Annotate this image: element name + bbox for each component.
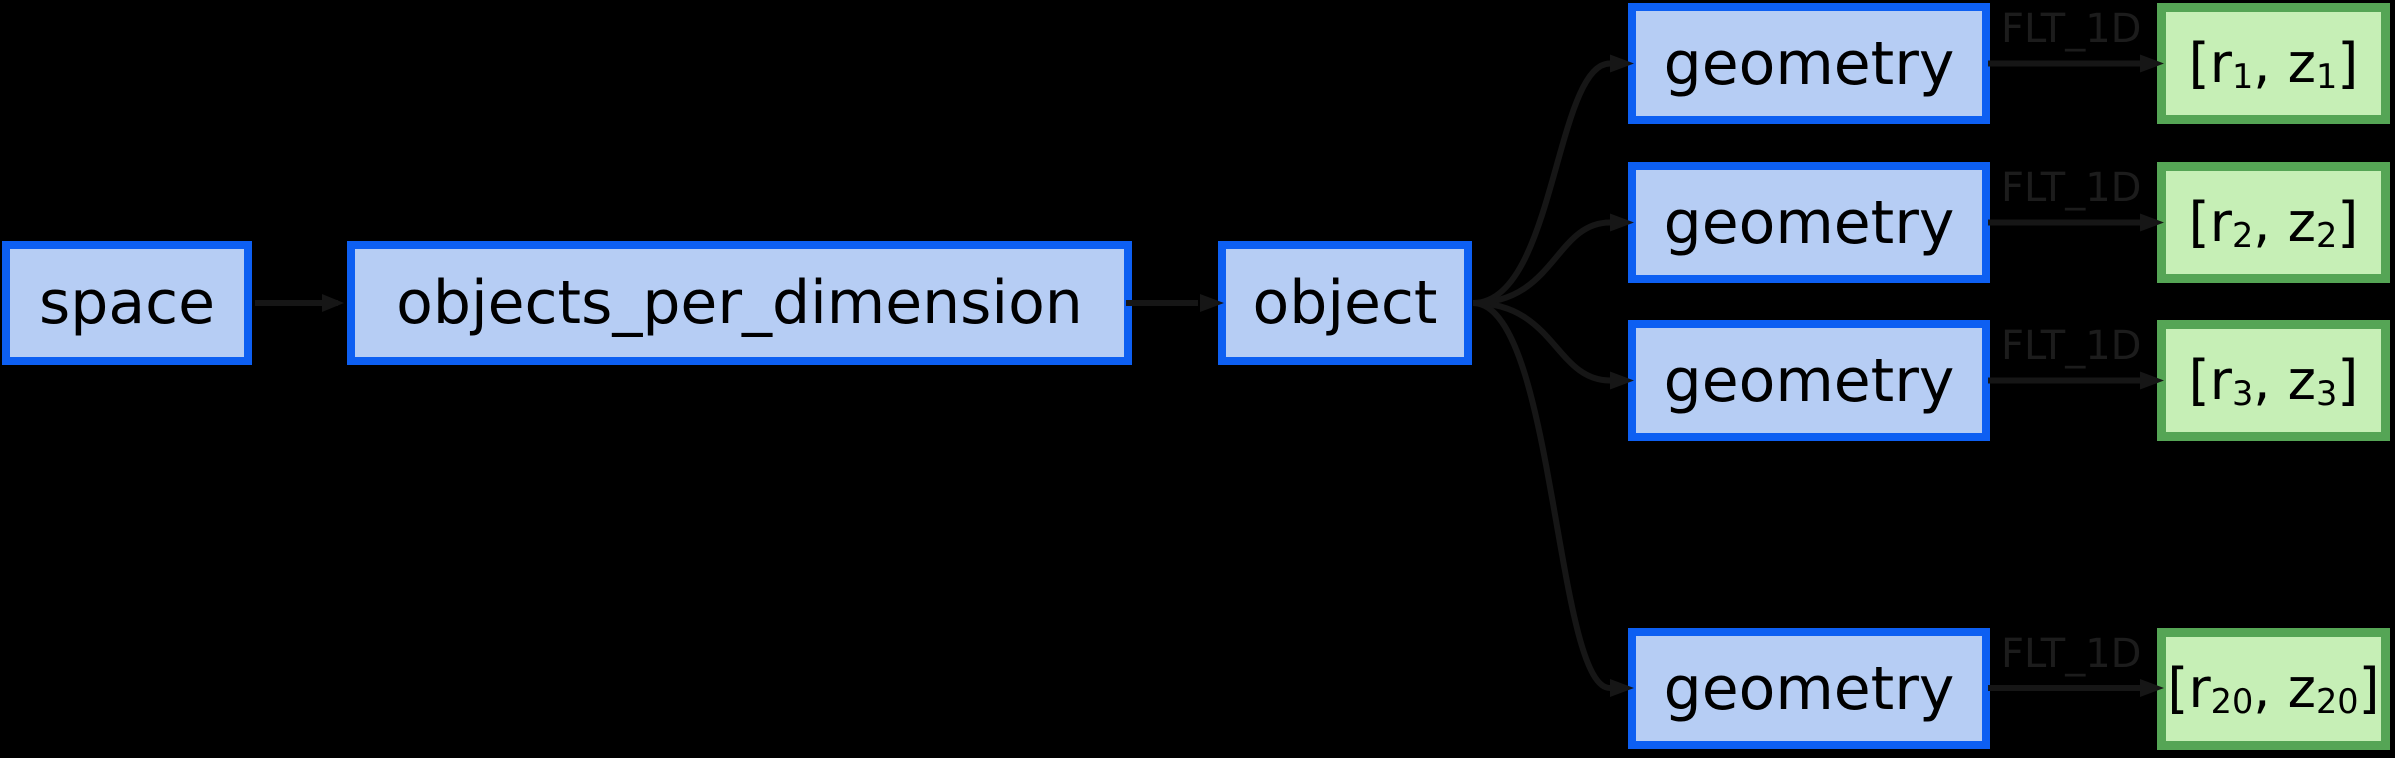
node-value-20: [r20, z20] — [2157, 628, 2390, 750]
edge-type-label-20: FLT_1D — [2001, 631, 2142, 677]
node-geometry-20-label: geometry — [1663, 653, 1955, 724]
node-objects-per-dimension: objects_per_dimension — [347, 241, 1132, 365]
node-geometry-3: geometry — [1628, 320, 1990, 441]
node-object: object — [1218, 241, 1472, 365]
edge-object-to-geometry-20 — [1472, 300, 1611, 691]
node-space: space — [2, 241, 252, 365]
node-geometry-1: geometry — [1628, 3, 1990, 124]
node-objects-per-dimension-label: objects_per_dimension — [396, 268, 1083, 338]
node-space-label: space — [38, 268, 215, 338]
node-object-label: object — [1252, 268, 1438, 338]
node-geometry-20: geometry — [1628, 628, 1990, 749]
edge-type-label-2: FLT_1D — [2001, 165, 2142, 211]
node-value-20-label: [r20, z20] — [2167, 657, 2380, 722]
node-value-3-label: [r3, z3] — [2188, 348, 2359, 413]
node-value-1: [r1, z1] — [2157, 3, 2390, 124]
edge-object-to-geometry-2 — [1472, 219, 1611, 306]
edge-object-to-geometry-3 — [1472, 300, 1611, 384]
edge-type-label-3: FLT_1D — [2001, 323, 2142, 369]
node-geometry-2: geometry — [1628, 162, 1990, 283]
edge-type-label-1: FLT_1D — [2001, 6, 2142, 52]
node-geometry-2-label: geometry — [1663, 187, 1955, 258]
node-value-3: [r3, z3] — [2157, 320, 2390, 441]
node-value-1-label: [r1, z1] — [2188, 31, 2359, 96]
node-geometry-3-label: geometry — [1663, 345, 1955, 416]
node-value-2: [r2, z2] — [2157, 162, 2390, 283]
node-value-2-label: [r2, z2] — [2188, 190, 2359, 255]
arrowhead-opd — [322, 294, 344, 312]
node-geometry-1-label: geometry — [1663, 28, 1955, 99]
edge-object-to-geometry-1 — [1472, 60, 1611, 306]
